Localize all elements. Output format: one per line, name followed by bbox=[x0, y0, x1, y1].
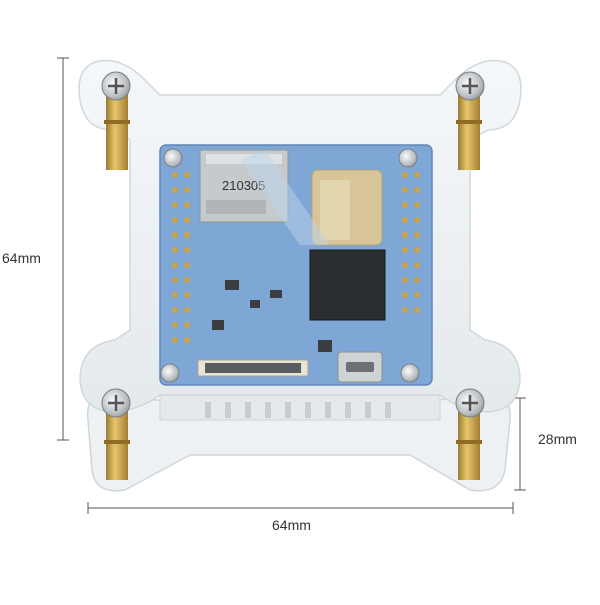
pin-header-right bbox=[402, 172, 420, 313]
dimension-label-height-left: 64mm bbox=[2, 250, 41, 266]
screws bbox=[101, 71, 485, 418]
screw-bottom-left bbox=[101, 388, 131, 418]
sd-slot-print: 210305 bbox=[222, 178, 265, 193]
soc-chip bbox=[309, 249, 386, 321]
micro-usb-port bbox=[337, 351, 383, 383]
heatsink-fins bbox=[205, 402, 391, 418]
board-screw-bottom-right bbox=[400, 363, 420, 383]
pin-header-left bbox=[172, 172, 190, 343]
ribbon-connector bbox=[197, 359, 309, 377]
pcb-board: 210305 bbox=[159, 144, 433, 386]
screw-top-right bbox=[455, 71, 485, 101]
wifi-module bbox=[311, 169, 383, 246]
screw-top-left bbox=[101, 71, 131, 101]
board-screw-top-right bbox=[398, 148, 418, 168]
dimension-label-width-bottom: 64mm bbox=[272, 517, 311, 533]
screw-bottom-right bbox=[455, 388, 485, 418]
dimension-lines bbox=[57, 57, 526, 514]
smd-components bbox=[212, 280, 332, 352]
brass-standoffs bbox=[104, 90, 482, 480]
board-screw-top-left bbox=[163, 148, 183, 168]
board-screw-bottom-left bbox=[160, 363, 180, 383]
protective-film bbox=[240, 150, 330, 245]
bottom-acrylic-plate bbox=[86, 389, 511, 492]
dimension-label-height-right: 28mm bbox=[538, 431, 577, 447]
